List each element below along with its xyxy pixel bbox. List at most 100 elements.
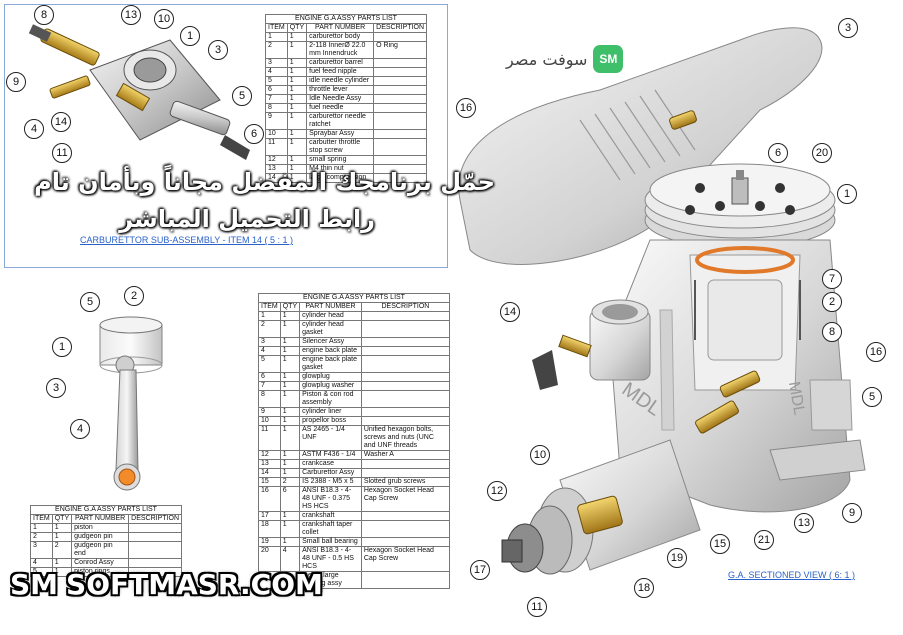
table-cell: 1 xyxy=(286,138,308,156)
table-cell: 1 xyxy=(51,567,73,577)
carb-balloon-14: 14 xyxy=(51,112,71,132)
table-cell: 12 xyxy=(265,155,288,165)
table-cell: 3 xyxy=(30,541,53,559)
piston-balloon-5: 5 xyxy=(80,292,100,312)
table-cell: 2 xyxy=(279,477,301,487)
table-cell: 1 xyxy=(258,311,281,321)
softmasr-watermark[interactable]: SM SOFTMASR.COM xyxy=(10,568,323,601)
carb-frame xyxy=(4,4,448,268)
table-cell: fuel feed nipple xyxy=(306,67,375,77)
table-cell: gudgeon pin xyxy=(71,532,130,542)
table-cell: 1 xyxy=(279,537,301,547)
table-cell: crankcase xyxy=(299,459,362,469)
table-cell: 1 xyxy=(279,355,301,373)
table-cell: small spring xyxy=(306,155,375,165)
ga-balloon-14: 14 xyxy=(500,302,520,322)
table-cell: 5 xyxy=(258,355,281,373)
piston-balloon-1: 1 xyxy=(52,337,72,357)
table-cell: 1 xyxy=(286,112,308,130)
ga-balloon-12: 12 xyxy=(487,481,507,501)
table-cell: 1 xyxy=(279,311,301,321)
table-cell: 5 xyxy=(265,76,288,86)
table-cell: 19 xyxy=(258,537,281,547)
table-cell: Carburettor Assy xyxy=(299,468,362,478)
table-cell: 10 xyxy=(258,416,281,426)
table-cell: Unified hexagon bolts, screws and nuts (… xyxy=(360,425,451,451)
carb-balloon-4: 4 xyxy=(24,119,44,139)
table-cell: 6 xyxy=(279,486,301,512)
table-cell: 1 xyxy=(286,129,308,139)
table-cell xyxy=(373,112,427,130)
table-cell xyxy=(360,459,451,469)
table-cell: 8 xyxy=(265,103,288,113)
table-cell: 15 xyxy=(258,477,281,487)
table-cell: 1 xyxy=(279,372,301,382)
table-cell xyxy=(360,381,451,391)
table-cell xyxy=(360,407,451,417)
table-cell: IS 2388 - M5 x 5 xyxy=(299,477,362,487)
watermark-text: SOFTMASR.COM xyxy=(66,568,323,601)
table-cell: Conrod Assy xyxy=(71,558,130,568)
table-cell: 1 xyxy=(265,32,288,42)
brand-logo[interactable]: سوفت مصر SM xyxy=(506,44,624,74)
table-cell xyxy=(360,520,451,538)
table-cell xyxy=(360,468,451,478)
table-cell: crankshaft xyxy=(299,511,362,521)
ga-balloon-10: 10 xyxy=(530,445,550,465)
table-cell: Small ball bearing xyxy=(299,537,362,547)
table-cell: 1 xyxy=(286,94,308,104)
table-cell xyxy=(373,67,427,77)
table-cell: Spraybar Assy xyxy=(306,129,375,139)
piston-balloon-2: 2 xyxy=(124,286,144,306)
table-cell: 2 xyxy=(265,41,288,59)
table-cell: 2 xyxy=(30,532,53,542)
table-cell: 1 xyxy=(286,41,308,59)
piston-balloon-4: 4 xyxy=(70,419,90,439)
table-cell: 12 xyxy=(258,450,281,460)
table-cell xyxy=(128,541,182,559)
ga-balloon-16b: 16 xyxy=(866,342,886,362)
table-cell xyxy=(360,571,451,589)
table-cell: metric large bearing assy xyxy=(299,571,362,589)
col-header: ITEM xyxy=(30,514,53,524)
table-cell xyxy=(373,32,427,42)
table-cell: 1 xyxy=(51,558,73,568)
col-header: QTY xyxy=(279,302,301,312)
table-cell: gudgeon pin end xyxy=(71,541,130,559)
ga-parts-table: ENGINE G.A ASSY PARTS LIST ITEM QTY PART… xyxy=(258,293,451,589)
table-cell: throttle lever xyxy=(306,85,375,95)
table-cell: Piston & con rod assembly xyxy=(299,390,362,408)
table-cell: propellor boss xyxy=(299,416,362,426)
carb-balloon-10: 10 xyxy=(154,9,174,29)
table-cell: 1 xyxy=(279,407,301,417)
table-cell xyxy=(128,567,182,577)
table-cell: ANSI B18.3 - 4-48 UNF - 0.375 HS HCS xyxy=(299,486,362,512)
table-cell: Washer A xyxy=(360,450,451,460)
carb-balloon-9: 9 xyxy=(6,72,26,92)
table-cell xyxy=(360,416,451,426)
col-header: PART NUMBER xyxy=(299,302,362,312)
table-cell: 1 xyxy=(279,571,301,589)
table-cell: 1 xyxy=(286,76,308,86)
table-cell xyxy=(373,138,427,156)
table-cell: large compression xyxy=(306,173,375,183)
engine-logo-text: MDL xyxy=(785,380,808,416)
table-cell: 2 xyxy=(258,320,281,338)
ga-balloon-21: 21 xyxy=(754,530,774,550)
ga-balloon-7: 7 xyxy=(822,269,842,289)
table-cell: 1 xyxy=(279,511,301,521)
ga-balloon-8: 8 xyxy=(822,322,842,342)
